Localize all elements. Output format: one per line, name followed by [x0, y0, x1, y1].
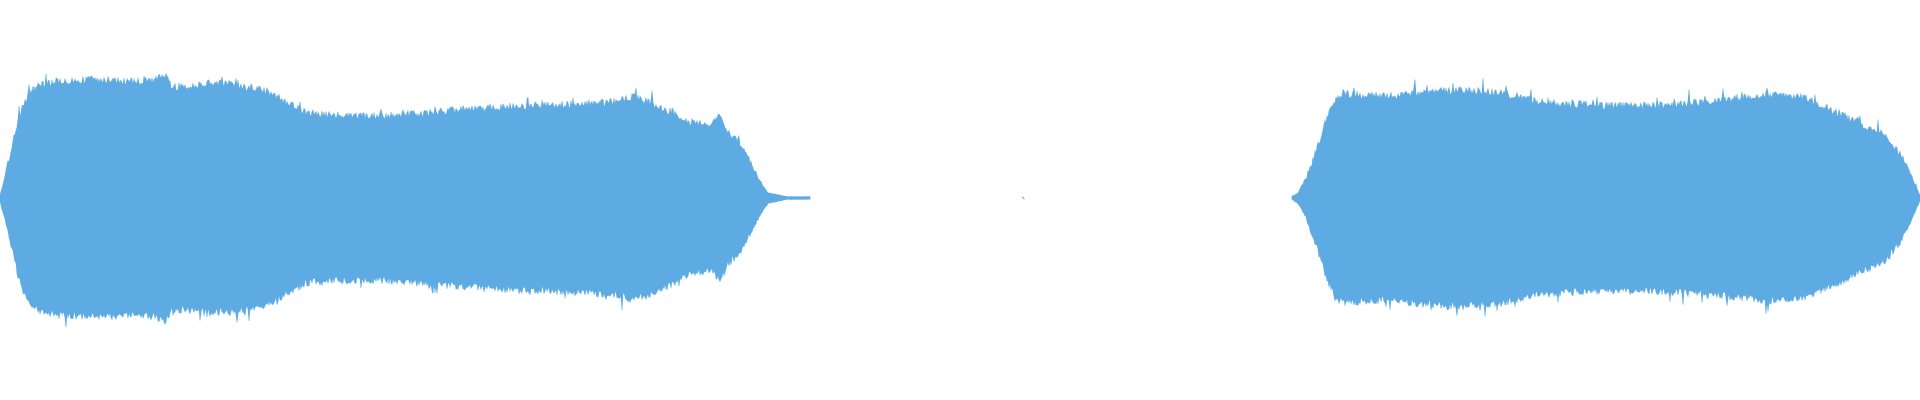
waveform-segment-2 — [1291, 78, 1920, 317]
waveform-blip-1 — [1022, 196, 1025, 200]
waveform-layer — [0, 72, 1920, 328]
waveform-segment-1 — [0, 72, 811, 328]
